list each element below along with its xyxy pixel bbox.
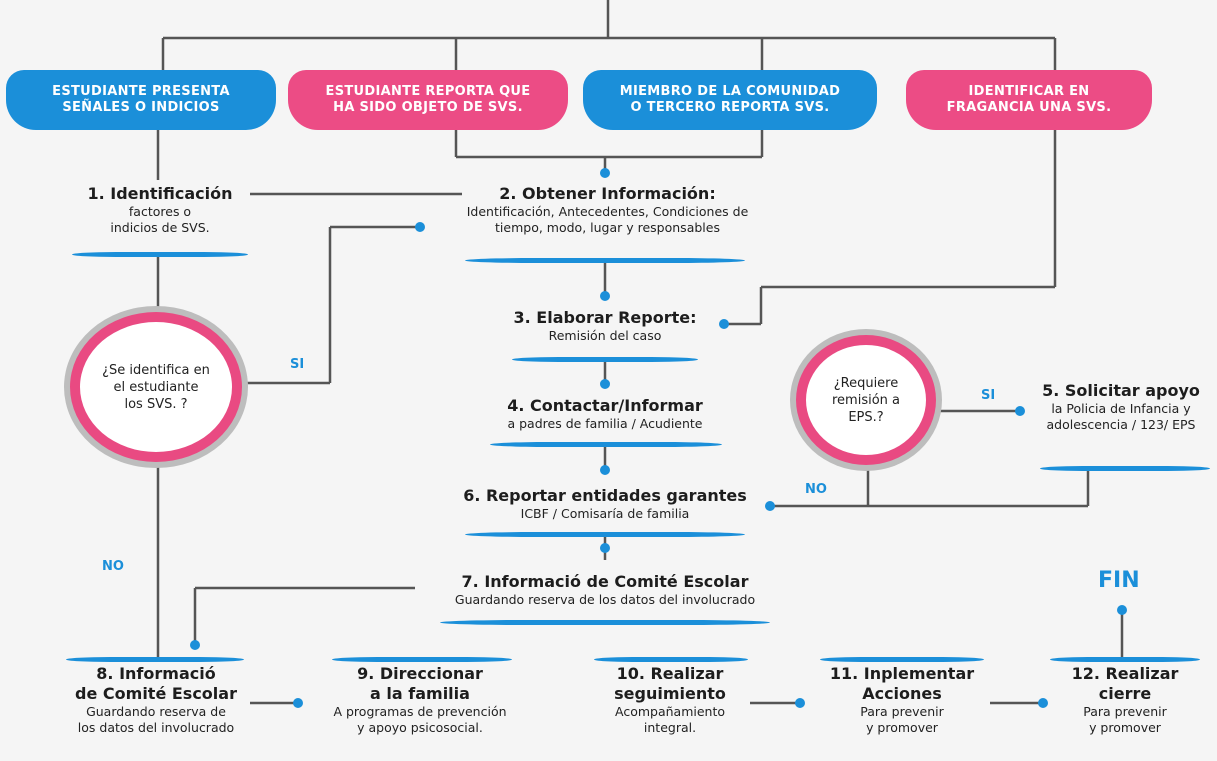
label-si-2: SI [981,388,996,403]
step-desc: A programas de prevención y apoyo psicos… [333,704,507,735]
step-desc: Guardando reserva de los datos del invol… [454,592,756,607]
step-1-underline [72,252,248,257]
step-desc: Acompañamiento integral. [614,704,726,735]
step-10-realizar-seguimiento: 10. Realizar seguimiento Acompañamiento … [585,664,755,736]
step-title: 11. Inplementar Acciones [829,664,975,703]
pill-text: MIEMBRO DE LA COMUNIDAD O TERCERO REPORT… [619,84,841,115]
step-4-contactar-informar: 4. Contactar/Informar a padres de famili… [470,396,740,432]
step-title: 6. Reportar entidades garantes [463,486,747,505]
step-title: 7. Informació de Comité Escolar [461,572,749,591]
step-desc: la Policia de Infancia y adolescencia / … [1046,401,1196,432]
step-11-topline [820,657,984,662]
step-8-informacio-comite: 8. Informació de Comité Escolar Guardand… [40,664,272,736]
pill-estudiante-reporta: ESTUDIANTE REPORTA QUE HA SIDO OBJETO DE… [288,70,568,130]
step-title: 10. Realizar seguimiento [614,664,726,703]
step-11-implementar-acciones: 11. Inplementar Acciones Para prevenir y… [808,664,996,736]
step-8-topline [66,657,244,662]
pill-estudiante-presenta: ESTUDIANTE PRESENTA SEÑALES O INDICIOS [6,70,276,130]
step-title: 8. Informació de Comité Escolar [75,664,237,703]
step-3-elaborar-reporte: 3. Elaborar Reporte: Remisión del caso [470,308,740,344]
step-10-topline [594,657,748,662]
step-desc: a padres de familia / Acudiente [507,416,703,431]
step-12-realizar-cierre: 12. Realizar cierre Para prevenir y prom… [1045,664,1205,736]
label-fin: FIN [1098,568,1140,593]
step-2-obtener-informacion: 2. Obtener Información: Identificación, … [425,184,790,236]
step-6-reportar-entidades: 6. Reportar entidades garantes ICBF / Co… [445,486,765,522]
decision-text: ¿Requiere remisión a EPS.? [831,375,900,425]
label-si-1: SI [290,357,305,372]
step-9-topline [332,657,512,662]
step-title: 12. Realizar cierre [1071,664,1179,703]
pill-miembro-comunidad: MIEMBRO DE LA COMUNIDAD O TERCERO REPORT… [583,70,877,130]
step-title: 4. Contactar/Informar [507,396,703,415]
step-desc: factores o indicios de SVS. [110,204,210,235]
step-title: 5. Solicitar apoyo [1042,381,1200,400]
label-no-1: NO [102,559,124,574]
step-9-direccionar-familia: 9. Direccionar a la familia A programas … [300,664,540,736]
step-3-underline [512,357,698,362]
step-title: 2. Obtener Información: [499,184,716,203]
step-7-informacio-comite: 7. Informació de Comité Escolar Guardand… [410,572,800,608]
step-desc: Para prevenir y promover [860,704,944,735]
step-2-underline [465,258,745,263]
step-12-topline [1050,657,1200,662]
step-title: 9. Direccionar a la familia [357,664,483,703]
step-5-solicitar-apoyo: 5. Solicitar apoyo la Policia de Infanci… [1025,381,1217,433]
step-5-underline [1040,466,1210,471]
step-desc: ICBF / Comisaría de familia [520,506,690,521]
step-7-underline [440,620,770,625]
decision-se-identifica: ¿Se identifica en el estudiante los SVS.… [70,312,242,462]
step-4-underline [490,442,722,447]
step-desc: Guardando reserva de los datos del invol… [77,704,235,735]
step-title: 1. Identificación [87,184,233,203]
step-desc: Para prevenir y promover [1083,704,1167,735]
step-desc: Remisión del caso [548,328,662,343]
decision-text: ¿Se identifica en el estudiante los SVS.… [102,362,210,412]
pill-text: ESTUDIANTE REPORTA QUE HA SIDO OBJETO DE… [325,84,531,115]
step-desc: Identificación, Antecedentes, Condicione… [466,204,749,235]
step-6-underline [465,532,745,537]
pill-text: ESTUDIANTE PRESENTA SEÑALES O INDICIOS [52,84,230,115]
pill-identificar-fragancia: IDENTIFICAR EN FRAGANCIA UNA SVS. [906,70,1152,130]
label-no-2: NO [805,482,827,497]
decision-requiere-remision: ¿Requiere remisión a EPS.? [796,335,936,465]
step-title: 3. Elaborar Reporte: [513,308,697,327]
pill-text: IDENTIFICAR EN FRAGANCIA UNA SVS. [946,84,1112,115]
step-1-identificacion: 1. Identificación factores o indicios de… [60,184,260,236]
